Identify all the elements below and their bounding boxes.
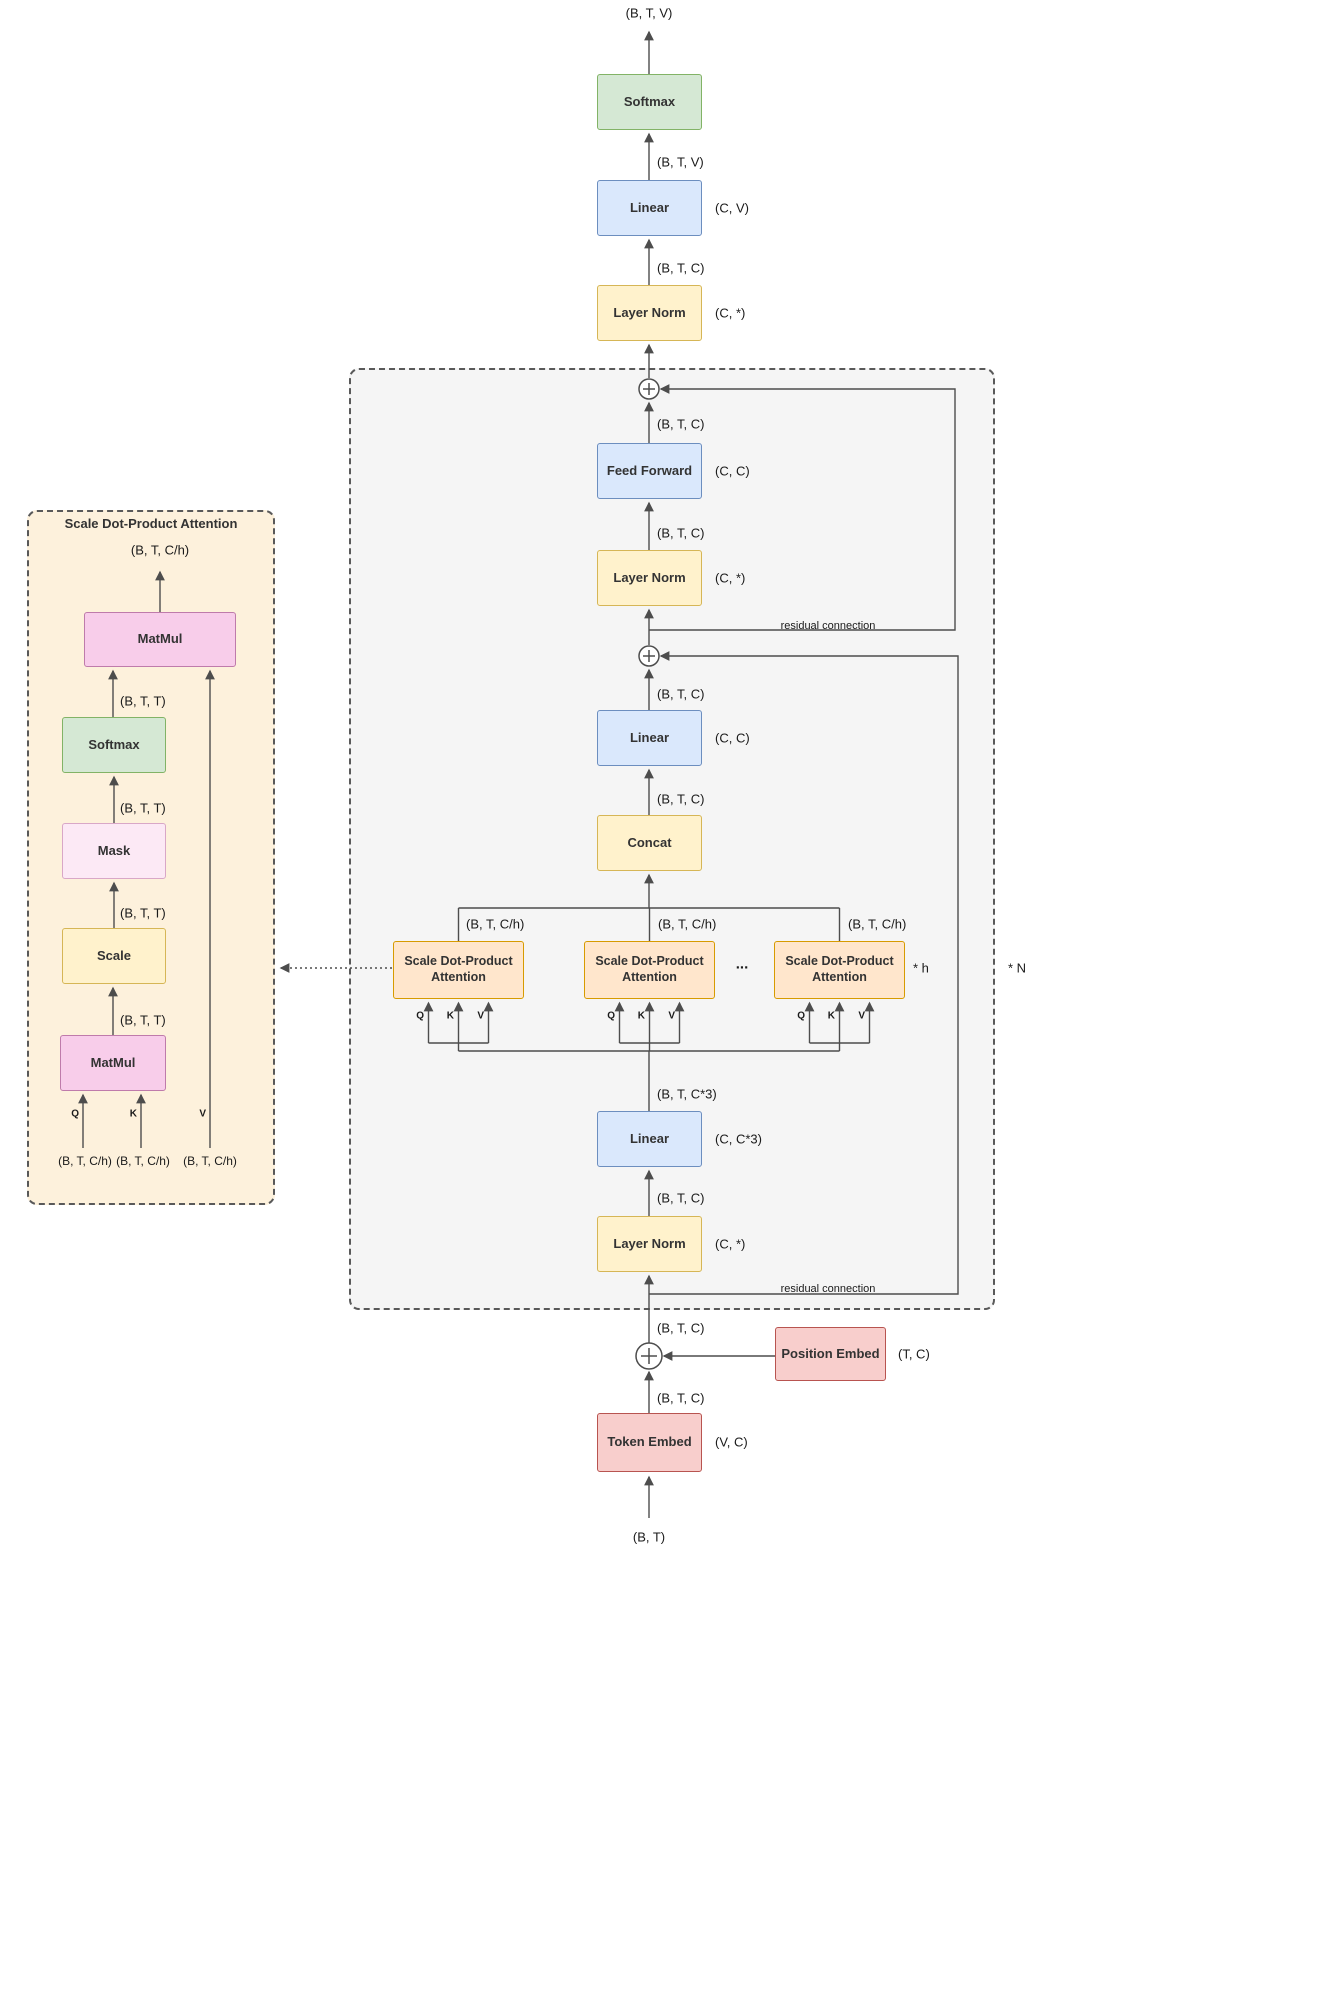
shape-label-linear-qkv: (C, C*3): [715, 1131, 762, 1147]
panel-qkv-label-v: V: [199, 1108, 206, 1120]
panel-matmul-qk-box: MatMul: [60, 1035, 166, 1091]
panel-edge-after-matmul: (B, T, T): [120, 1012, 166, 1028]
edge-label-after-ln1: (B, T, C): [657, 1190, 705, 1206]
concat-box: Concat: [597, 815, 702, 871]
qkv-label-k-left: K: [446, 1010, 454, 1022]
qkv-label-q-right: Q: [797, 1010, 805, 1022]
token-embed-box: Token Embed: [597, 1413, 702, 1472]
edge-label-after-ff: (B, T, C): [657, 416, 705, 432]
edge-label-attn-out-right: (B, T, C/h): [848, 916, 907, 932]
edge-label-after-ln2: (B, T, C): [657, 525, 705, 541]
panel-qkv-label-q: Q: [71, 1108, 79, 1120]
shape-label-layer-norm-3: (C, *): [715, 305, 746, 321]
layer-norm-3-box: Layer Norm: [597, 285, 702, 341]
attention-head-center-box: Scale Dot-Product Attention: [584, 941, 715, 999]
panel-input-label-k: (B, T, C/h): [116, 1154, 170, 1168]
layer-norm-2-box: Layer Norm: [597, 550, 702, 606]
linear-qkv-box: Linear: [597, 1111, 702, 1167]
panel-input-label-q: (B, T, C/h): [58, 1154, 112, 1168]
residual-label-lower: residual connection: [780, 1283, 876, 1295]
panel-edge-after-scale: (B, T, T): [120, 905, 166, 921]
layer-norm-1-box: Layer Norm: [597, 1216, 702, 1272]
edge-label-attn-out-mid: (B, T, C/h): [658, 916, 717, 932]
edge-label-after-linear-proj: (B, T, C): [657, 686, 705, 702]
position-embed-box: Position Embed: [775, 1327, 886, 1381]
heads-multiplier-label: * h: [913, 960, 929, 976]
qkv-label-q-left: Q: [416, 1010, 424, 1022]
shape-label-linear-proj: (C, C): [715, 730, 750, 746]
edge-label-after-linear-head: (B, T, V): [657, 154, 704, 170]
qkv-label-v-left: V: [477, 1010, 484, 1022]
edge-label-after-concat: (B, T, C): [657, 791, 705, 807]
panel-scale-box: Scale: [62, 928, 166, 984]
panel-softmax-box: Softmax: [62, 717, 166, 773]
edge-label-after-add-pos: (B, T, C): [657, 1320, 705, 1336]
shape-label-layer-norm-1: (C, *): [715, 1236, 746, 1252]
linear-proj-box: Linear: [597, 710, 702, 766]
panel-matmul-av-box: MatMul: [84, 612, 236, 667]
shape-label-feed-forward: (C, C): [715, 463, 750, 479]
edge-label-output: (B, T, V): [625, 5, 673, 21]
panel-input-label-v: (B, T, C/h): [183, 1154, 237, 1168]
edge-label-input: (B, T): [632, 1529, 666, 1545]
edge-label-after-linear-qkv: (B, T, C*3): [657, 1086, 717, 1102]
qkv-label-v-center: V: [668, 1010, 675, 1022]
layers-multiplier-label: * N: [1008, 960, 1027, 976]
qkv-label-q-center: Q: [607, 1010, 615, 1022]
panel-title: Scale Dot-Product Attention: [64, 516, 238, 531]
softmax-output-box: Softmax: [597, 74, 702, 130]
residual-label-upper: residual connection: [780, 620, 876, 632]
shape-label-position-embed: (T, C): [898, 1346, 930, 1362]
panel-edge-after-mask: (B, T, T): [120, 800, 166, 816]
attention-head-left-box: Scale Dot-Product Attention: [393, 941, 524, 999]
edge-label-attn-out-left: (B, T, C/h): [466, 916, 525, 932]
attention-head-right-box: Scale Dot-Product Attention: [774, 941, 905, 999]
panel-edge-after-softmax: (B, T, T): [120, 693, 166, 709]
qkv-label-k-center: K: [637, 1010, 645, 1022]
edge-label-after-token: (B, T, C): [657, 1390, 705, 1406]
panel-output-label: (B, T, C/h): [130, 542, 190, 558]
shape-label-layer-norm-2: (C, *): [715, 570, 746, 586]
shape-label-linear-head: (C, V): [715, 200, 749, 216]
linear-head-box: Linear: [597, 180, 702, 236]
qkv-label-v-right: V: [858, 1010, 865, 1022]
panel-mask-box: Mask: [62, 823, 166, 879]
add-circle-position: [635, 1342, 663, 1370]
qkv-label-k-right: K: [827, 1010, 835, 1022]
feed-forward-box: Feed Forward: [597, 443, 702, 499]
panel-qkv-label-k: K: [129, 1108, 137, 1120]
shape-label-token-embed: (V, C): [715, 1434, 748, 1450]
heads-ellipsis: ...: [735, 955, 749, 973]
edge-label-after-ln3: (B, T, C): [657, 260, 705, 276]
